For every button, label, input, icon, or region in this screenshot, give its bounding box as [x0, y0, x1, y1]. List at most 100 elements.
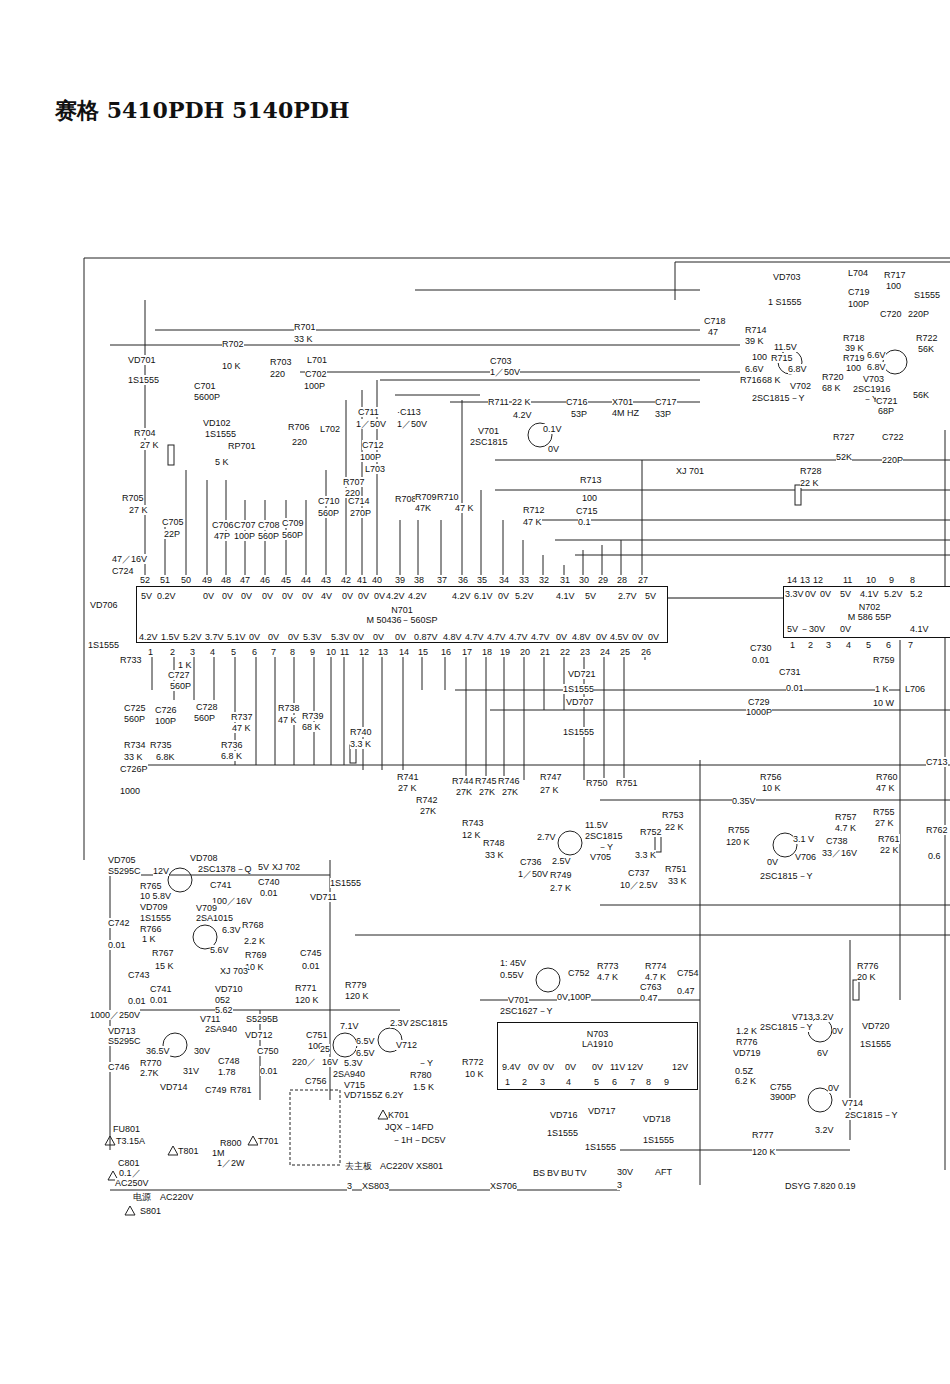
component-label: 1S1555 [860, 1039, 891, 1049]
component-label: 560P [318, 508, 339, 518]
component-label: VD701 [128, 355, 156, 365]
component-label: R720 [822, 372, 844, 382]
component-label: 1S1555 [643, 1135, 674, 1145]
component-label: 1S1555 [330, 878, 361, 888]
component-label: 2SC1815－Y [752, 393, 805, 403]
component-label: R766 [140, 924, 162, 934]
voltage-reading: 16V [322, 1057, 338, 1067]
pin-number: 33 [519, 575, 529, 585]
component-label: R777 [752, 1130, 774, 1140]
component-label: BU [561, 1168, 574, 1178]
pin-number: 50 [181, 575, 191, 585]
pin-number: 2 [170, 647, 175, 657]
component-label: C712 [362, 440, 384, 450]
voltage-reading: 5.2V [884, 589, 903, 599]
pin-number: 13 [800, 575, 810, 585]
component-label: 100／16V [212, 896, 252, 906]
component-label: 33P [655, 409, 671, 419]
component-label: 去主板 [345, 1161, 372, 1171]
component-label: C714 [348, 496, 370, 506]
component-label: C750 [257, 1046, 279, 1056]
component-label: 1S1555 [205, 429, 236, 439]
component-label: 47／16V [112, 554, 147, 564]
component-label: R765 [140, 881, 162, 891]
component-label: 0.47 [640, 993, 658, 1003]
component-label: C719 [848, 287, 870, 297]
component-label: 220／ [292, 1057, 316, 1067]
pin-number: 34 [499, 575, 509, 585]
pin-number: 13 [378, 647, 388, 657]
component-label: R703 [270, 357, 292, 367]
voltage-reading: 0V [302, 591, 313, 601]
pin-number: 6 [886, 640, 891, 650]
voltage-reading: 3.2V [815, 1012, 834, 1022]
voltage-reading: 12V [627, 1062, 643, 1072]
component-label: VD705 [108, 855, 136, 865]
voltage-reading: 0V [832, 1026, 843, 1036]
component-label: R756 [760, 772, 782, 782]
component-label: V713 [792, 1012, 813, 1022]
component-label: C718 [704, 316, 726, 326]
component-label: C715 [576, 506, 598, 516]
pin-number: 49 [202, 575, 212, 585]
component-label: R702 [222, 339, 244, 349]
component-label: DSYG 7.820 0.19 [785, 1181, 856, 1191]
component-label: 1000P [746, 707, 772, 717]
component-label: 1S1555 [563, 684, 594, 694]
component-label: R769 [245, 950, 267, 960]
pin-number: 47 [708, 327, 718, 337]
component-label: 电源 [133, 1192, 151, 1202]
voltage-reading: 6.8V [788, 364, 807, 374]
voltage-reading: 2.3V [390, 1018, 409, 1028]
component-label: S801 [140, 1206, 161, 1216]
component-label: R741 [397, 772, 419, 782]
pin-number: 100 [752, 352, 767, 362]
component-label: AC250V [115, 1178, 149, 1188]
component-label: 2SC1815 [470, 437, 508, 447]
component-label: R773 [597, 961, 619, 971]
voltage-reading: 6.5V [356, 1036, 375, 1046]
ic-part-number: LA1910 [582, 1039, 613, 1049]
component-label: C716 [566, 397, 588, 407]
component-label: S5295C [108, 1036, 141, 1046]
component-label: 1／50V [490, 367, 520, 377]
component-label: 47 K [455, 503, 474, 513]
pin-number: 1 [790, 640, 795, 650]
pin-number: 22 [560, 647, 570, 657]
pin-number: 51 [160, 575, 170, 585]
voltage-reading: 5V [585, 591, 596, 601]
voltage-reading: 0V [395, 632, 406, 642]
component-label: C726P [120, 764, 148, 774]
pin-number: 14 [399, 647, 409, 657]
component-label: 2SA1015 [196, 913, 233, 923]
wire [84, 258, 950, 1190]
component-label: C717 [655, 397, 677, 407]
resistor-symbol [168, 445, 859, 1000]
pin-number: 9 [310, 647, 315, 657]
component-label: R748 [483, 838, 505, 848]
pin-number: 8 [290, 647, 295, 657]
pin-number: 6 [612, 1077, 617, 1087]
component-label: C741 [210, 880, 232, 890]
component-label: 27 K [129, 505, 148, 515]
component-label: R737 [231, 712, 253, 722]
component-label: R740 [350, 727, 372, 737]
voltage-reading: 5V [141, 591, 152, 601]
component-label: 27 K [540, 785, 559, 795]
component-label: 6.2 K [735, 1076, 756, 1086]
ic-part-number: M 50436－560SP [366, 615, 437, 625]
component-label: 3.3 K [635, 850, 656, 860]
component-label: VD706 [90, 600, 118, 610]
component-label: R751 [665, 864, 687, 874]
voltage-reading: 0.87V [414, 632, 438, 642]
component-label: C749 [205, 1085, 227, 1095]
voltage-reading: 4.1V [556, 591, 575, 601]
component-label: 33 K [294, 334, 313, 344]
pin-number: 11 [843, 575, 852, 585]
component-label: R717 [884, 270, 906, 280]
voltage-reading: 0V [543, 1062, 554, 1072]
component-label: 6.8 K [221, 751, 242, 761]
component-label: 1S1555 [585, 1142, 616, 1152]
voltage-reading: 0V [373, 632, 384, 642]
component-label: C731 [779, 667, 801, 677]
